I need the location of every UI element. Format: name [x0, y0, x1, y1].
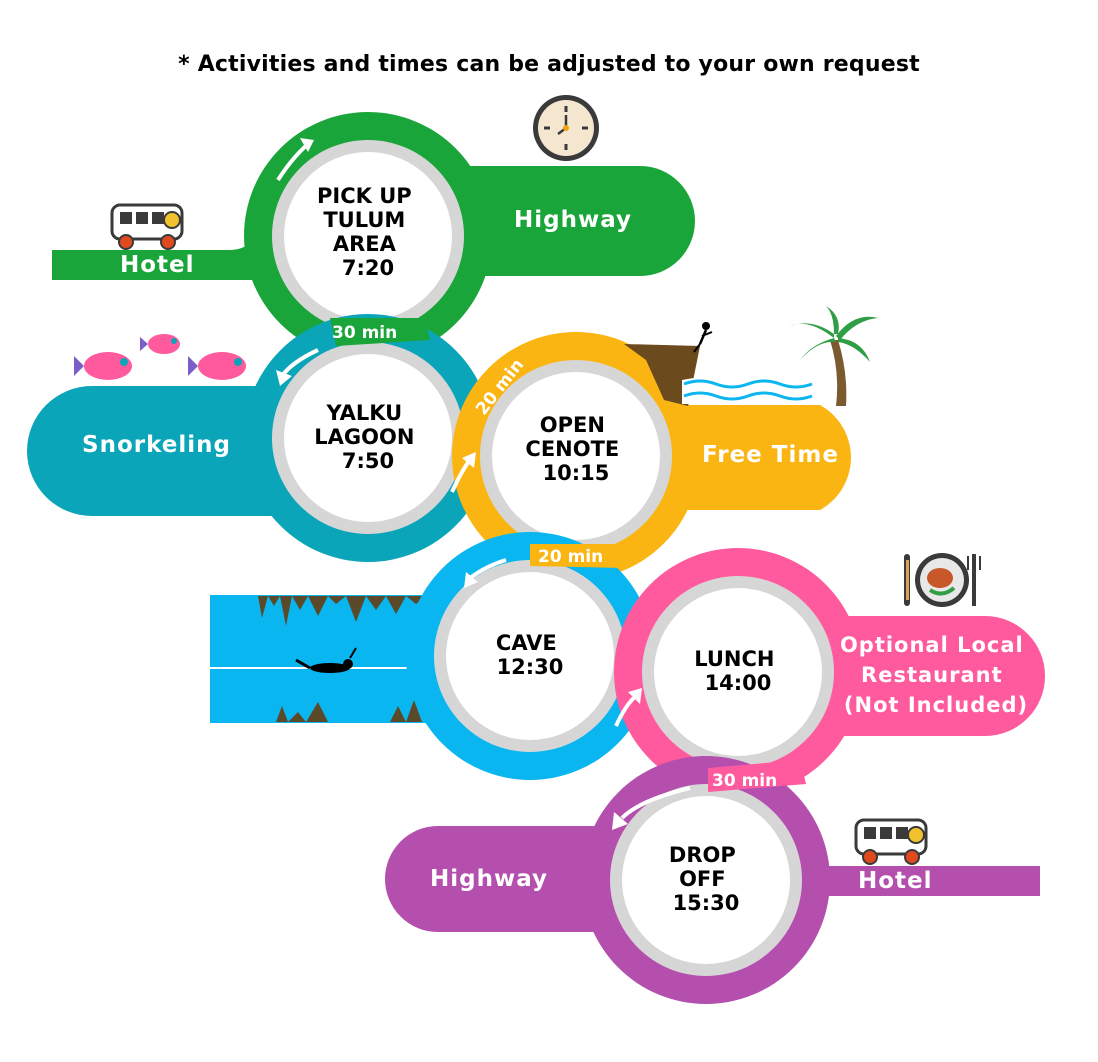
cave-inner	[446, 572, 614, 740]
hotel-end-label: Hotel	[858, 868, 933, 894]
stalactites-icon	[258, 596, 432, 626]
bus-icon	[110, 203, 184, 250]
highway-2-label: Highway	[430, 866, 548, 892]
snorkeling-label: Snorkeling	[82, 432, 231, 458]
route-arrow-icon	[468, 558, 507, 580]
route-arrow-head-icon	[464, 572, 478, 588]
clock-icon	[533, 95, 599, 161]
diver-icon	[295, 647, 357, 673]
fish-icon	[188, 352, 246, 380]
segment-cenote: 20 min OPEN CENOTE 10:15 Free Time	[450, 332, 851, 580]
highway-1-label: Highway	[514, 207, 632, 233]
yalku-stop-label: YALKU LAGOON 7:50	[314, 401, 421, 473]
duration-4-label: 30 min	[712, 771, 777, 791]
route-arrow-head-icon	[628, 688, 642, 704]
segment-yalku: 30 min YALKU LAGOON 7:50 Snorkeling	[27, 314, 492, 562]
segment-dropoff: 30 min DROP OFF 15:30 Highway Hotel	[385, 756, 1040, 1004]
dropoff-inner	[622, 796, 790, 964]
segment-cave: 20 min CAVE 12:30	[210, 532, 654, 780]
restaurant-label: Optional Local Restaurant (Not Included)	[840, 633, 1032, 717]
segment-lunch: LUNCH 14:00 Optional Local Restaurant (N…	[614, 548, 1045, 796]
plate-icon	[904, 553, 981, 607]
hotel-start-band	[52, 220, 262, 280]
lunch-inner	[654, 588, 822, 756]
cliff-jumper-icon	[624, 322, 813, 406]
stalagmites-icon	[276, 700, 422, 722]
segment-pickup: PICK UP TULUM AREA 7:20 Hotel Highway	[52, 112, 695, 360]
bus-icon	[854, 818, 928, 865]
cave-stop-label: CAVE 12:30	[496, 631, 564, 679]
pickup-stop-label: PICK UP TULUM AREA 7:20	[317, 184, 419, 280]
duration-tab-4	[708, 760, 806, 792]
duration-tab-1	[330, 318, 430, 346]
palm-tree-icon	[790, 306, 878, 406]
fish-icon	[140, 334, 180, 354]
dropoff-stop-label: DROP OFF 15:30	[669, 843, 743, 915]
duration-3-label: 20 min	[538, 547, 603, 567]
route-arrow-head-icon	[612, 812, 628, 830]
cenote-inner	[492, 372, 660, 540]
yalku-inner	[284, 354, 452, 522]
hotel-end-band	[790, 866, 1040, 896]
duration-tab-3	[530, 544, 628, 568]
route-arrow-head-icon	[276, 370, 292, 386]
free-time-label: Free Time	[702, 442, 839, 468]
hotel-start-label: Hotel	[120, 252, 195, 278]
fish-icon	[74, 352, 132, 380]
route-arrow-head-icon	[300, 138, 314, 152]
route-arrow-head-icon	[462, 452, 476, 468]
cenote-stop-label: OPEN CENOTE 10:15	[525, 413, 626, 485]
lunch-stop-label: LUNCH 14:00	[694, 647, 782, 695]
pickup-inner	[284, 152, 452, 320]
duration-1-label: 30 min	[332, 323, 397, 343]
route-arrow-icon	[620, 786, 691, 820]
adjustment-note: * Activities and times can be adjusted t…	[178, 52, 920, 77]
